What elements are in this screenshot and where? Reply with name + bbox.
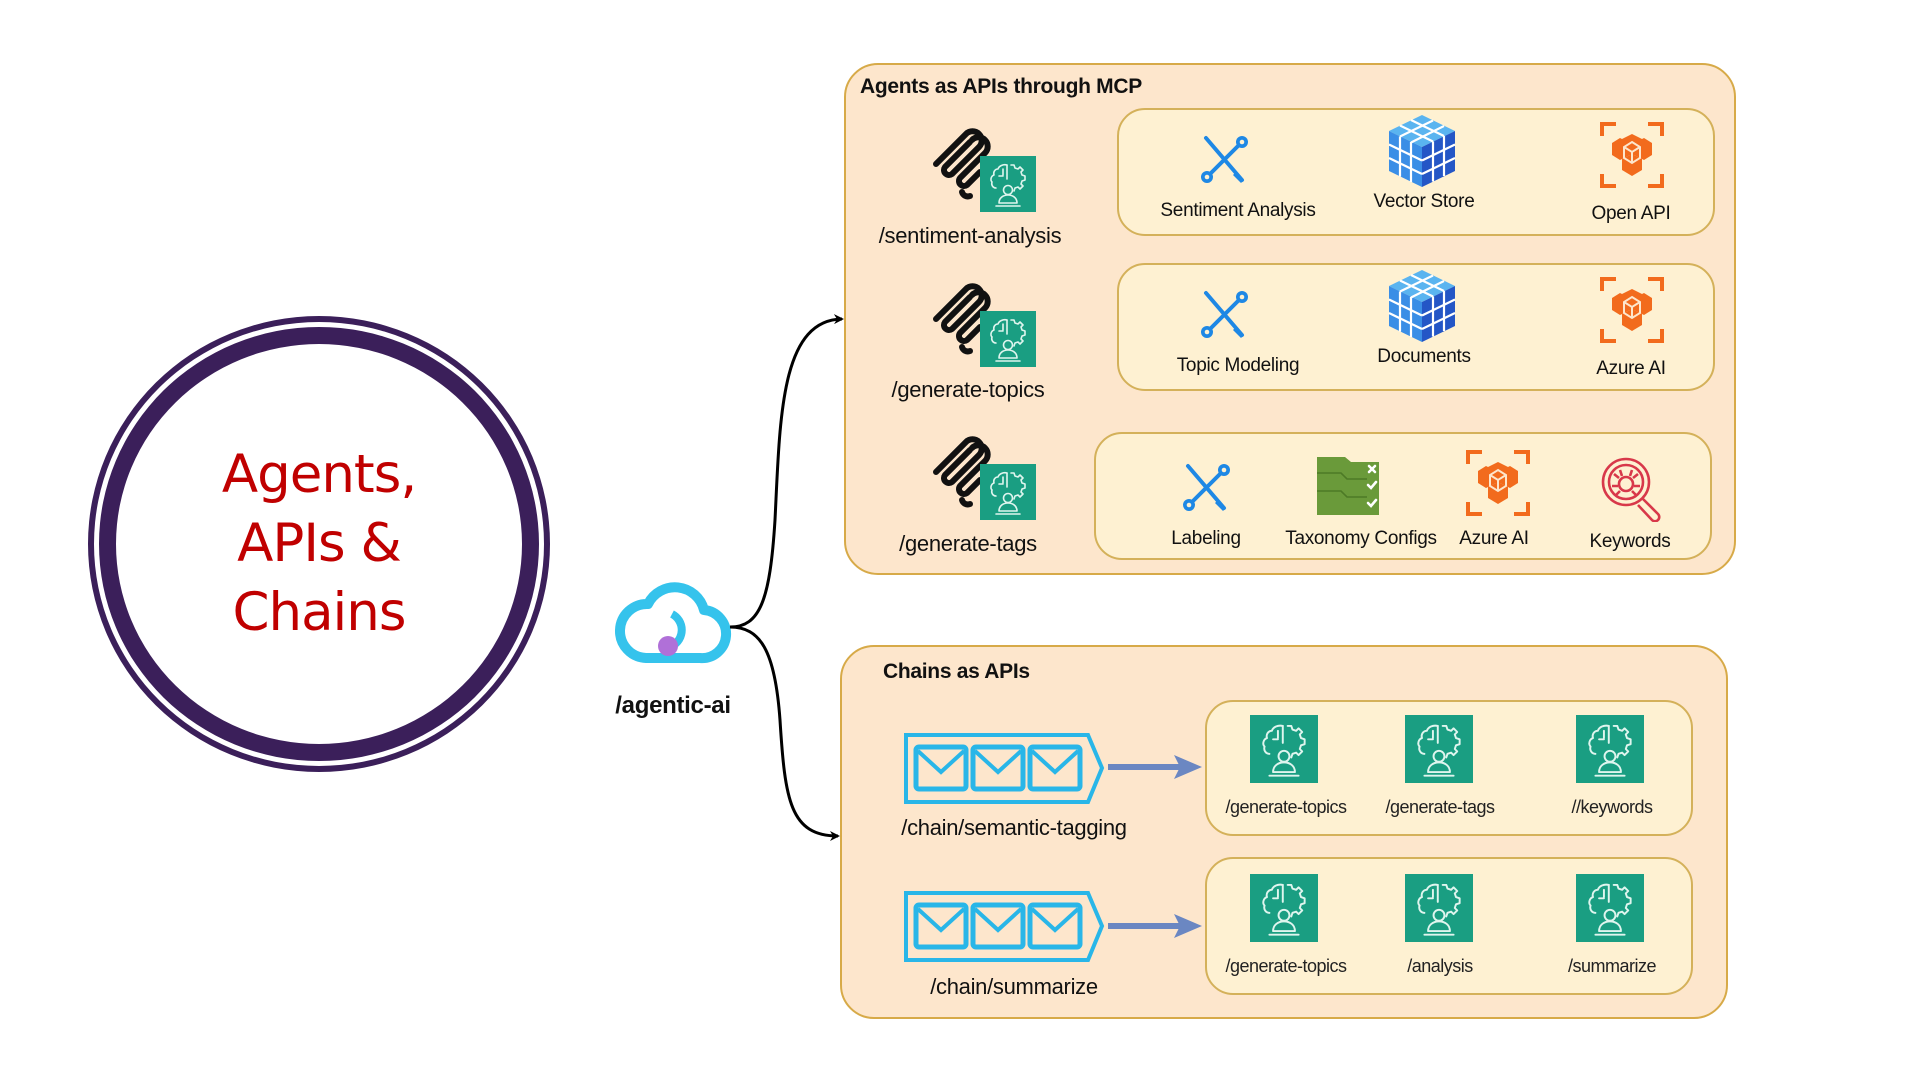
cube-storage-icon xyxy=(1387,268,1457,344)
chain-step-label: /generate-topics xyxy=(1225,797,1347,817)
chain-step-label: /summarize xyxy=(1567,956,1657,976)
agent-icon xyxy=(980,156,1036,212)
chain-step-label: /generate-tags xyxy=(1385,797,1495,817)
gateway-label: /agentic-ai xyxy=(615,692,731,719)
chain-endpoint-semantic-tagging[interactable]: /chain/semantic-tagging xyxy=(901,815,1127,840)
tools-icon xyxy=(1180,462,1232,514)
keyword-search-icon xyxy=(1600,456,1664,522)
flow-arrow xyxy=(1108,914,1202,938)
tools-icon xyxy=(1198,134,1250,186)
tool-label: Sentiment Analysis xyxy=(1160,200,1316,221)
tool-label: Azure AI xyxy=(1596,358,1666,379)
agent-endpoint-generate-tags[interactable]: /generate-tags xyxy=(899,531,1037,556)
agents-panel-title: Agents as APIs through MCP xyxy=(860,75,1142,98)
tool-label: Taxonomy Configs xyxy=(1285,528,1437,549)
title-line-2: APIs & xyxy=(237,513,402,574)
agent-icon xyxy=(980,311,1036,367)
connector-to-agents xyxy=(729,314,844,629)
title-ring-outer xyxy=(88,316,550,772)
tool-label: Documents xyxy=(1377,346,1471,367)
tools-icon xyxy=(1198,289,1250,341)
cloud-api-icon xyxy=(615,582,732,664)
agent-icon xyxy=(1576,715,1644,783)
tool-label: Labeling xyxy=(1171,528,1241,549)
agent-icon xyxy=(1576,873,1644,943)
agent-endpoint-sentiment-analysis[interactable]: /sentiment-analysis xyxy=(878,223,1062,248)
title-line-1: Agents, xyxy=(221,444,417,505)
tool-label: Azure AI xyxy=(1459,528,1529,549)
agent-icon xyxy=(1250,873,1318,943)
chain-step-label: /analysis xyxy=(1407,956,1473,976)
agent-icon xyxy=(1250,715,1318,783)
tool-label: Keywords xyxy=(1589,531,1671,552)
taxonomy-list-icon xyxy=(1317,457,1379,515)
queue-icon xyxy=(903,890,1105,963)
chain-step-label: /generate-topics xyxy=(1225,956,1347,976)
tool-label: Topic Modeling xyxy=(1176,355,1300,376)
chains-panel-title: Chains as APIs xyxy=(883,660,1030,683)
azure-ai-icon xyxy=(1466,450,1530,516)
azure-ai-icon xyxy=(1600,277,1664,343)
azure-ai-icon xyxy=(1600,122,1664,188)
title-line-3: Chains xyxy=(232,582,406,643)
cube-storage-icon xyxy=(1387,113,1457,189)
agent-icon xyxy=(1405,715,1473,783)
connector-to-chains xyxy=(729,625,840,841)
chain-endpoint-summarize[interactable]: /chain/summarize xyxy=(930,974,1098,999)
tool-label: Open API xyxy=(1591,203,1671,224)
chain-step-label: //keywords xyxy=(1571,797,1653,817)
diagram-title: Agents, APIs & Chains xyxy=(169,440,469,647)
agent-icon xyxy=(1405,873,1473,943)
agent-endpoint-generate-topics[interactable]: /generate-topics xyxy=(891,377,1045,402)
queue-icon xyxy=(903,732,1105,805)
agent-icon xyxy=(980,464,1036,520)
tool-label: Vector Store xyxy=(1373,191,1475,212)
flow-arrow xyxy=(1108,755,1202,779)
